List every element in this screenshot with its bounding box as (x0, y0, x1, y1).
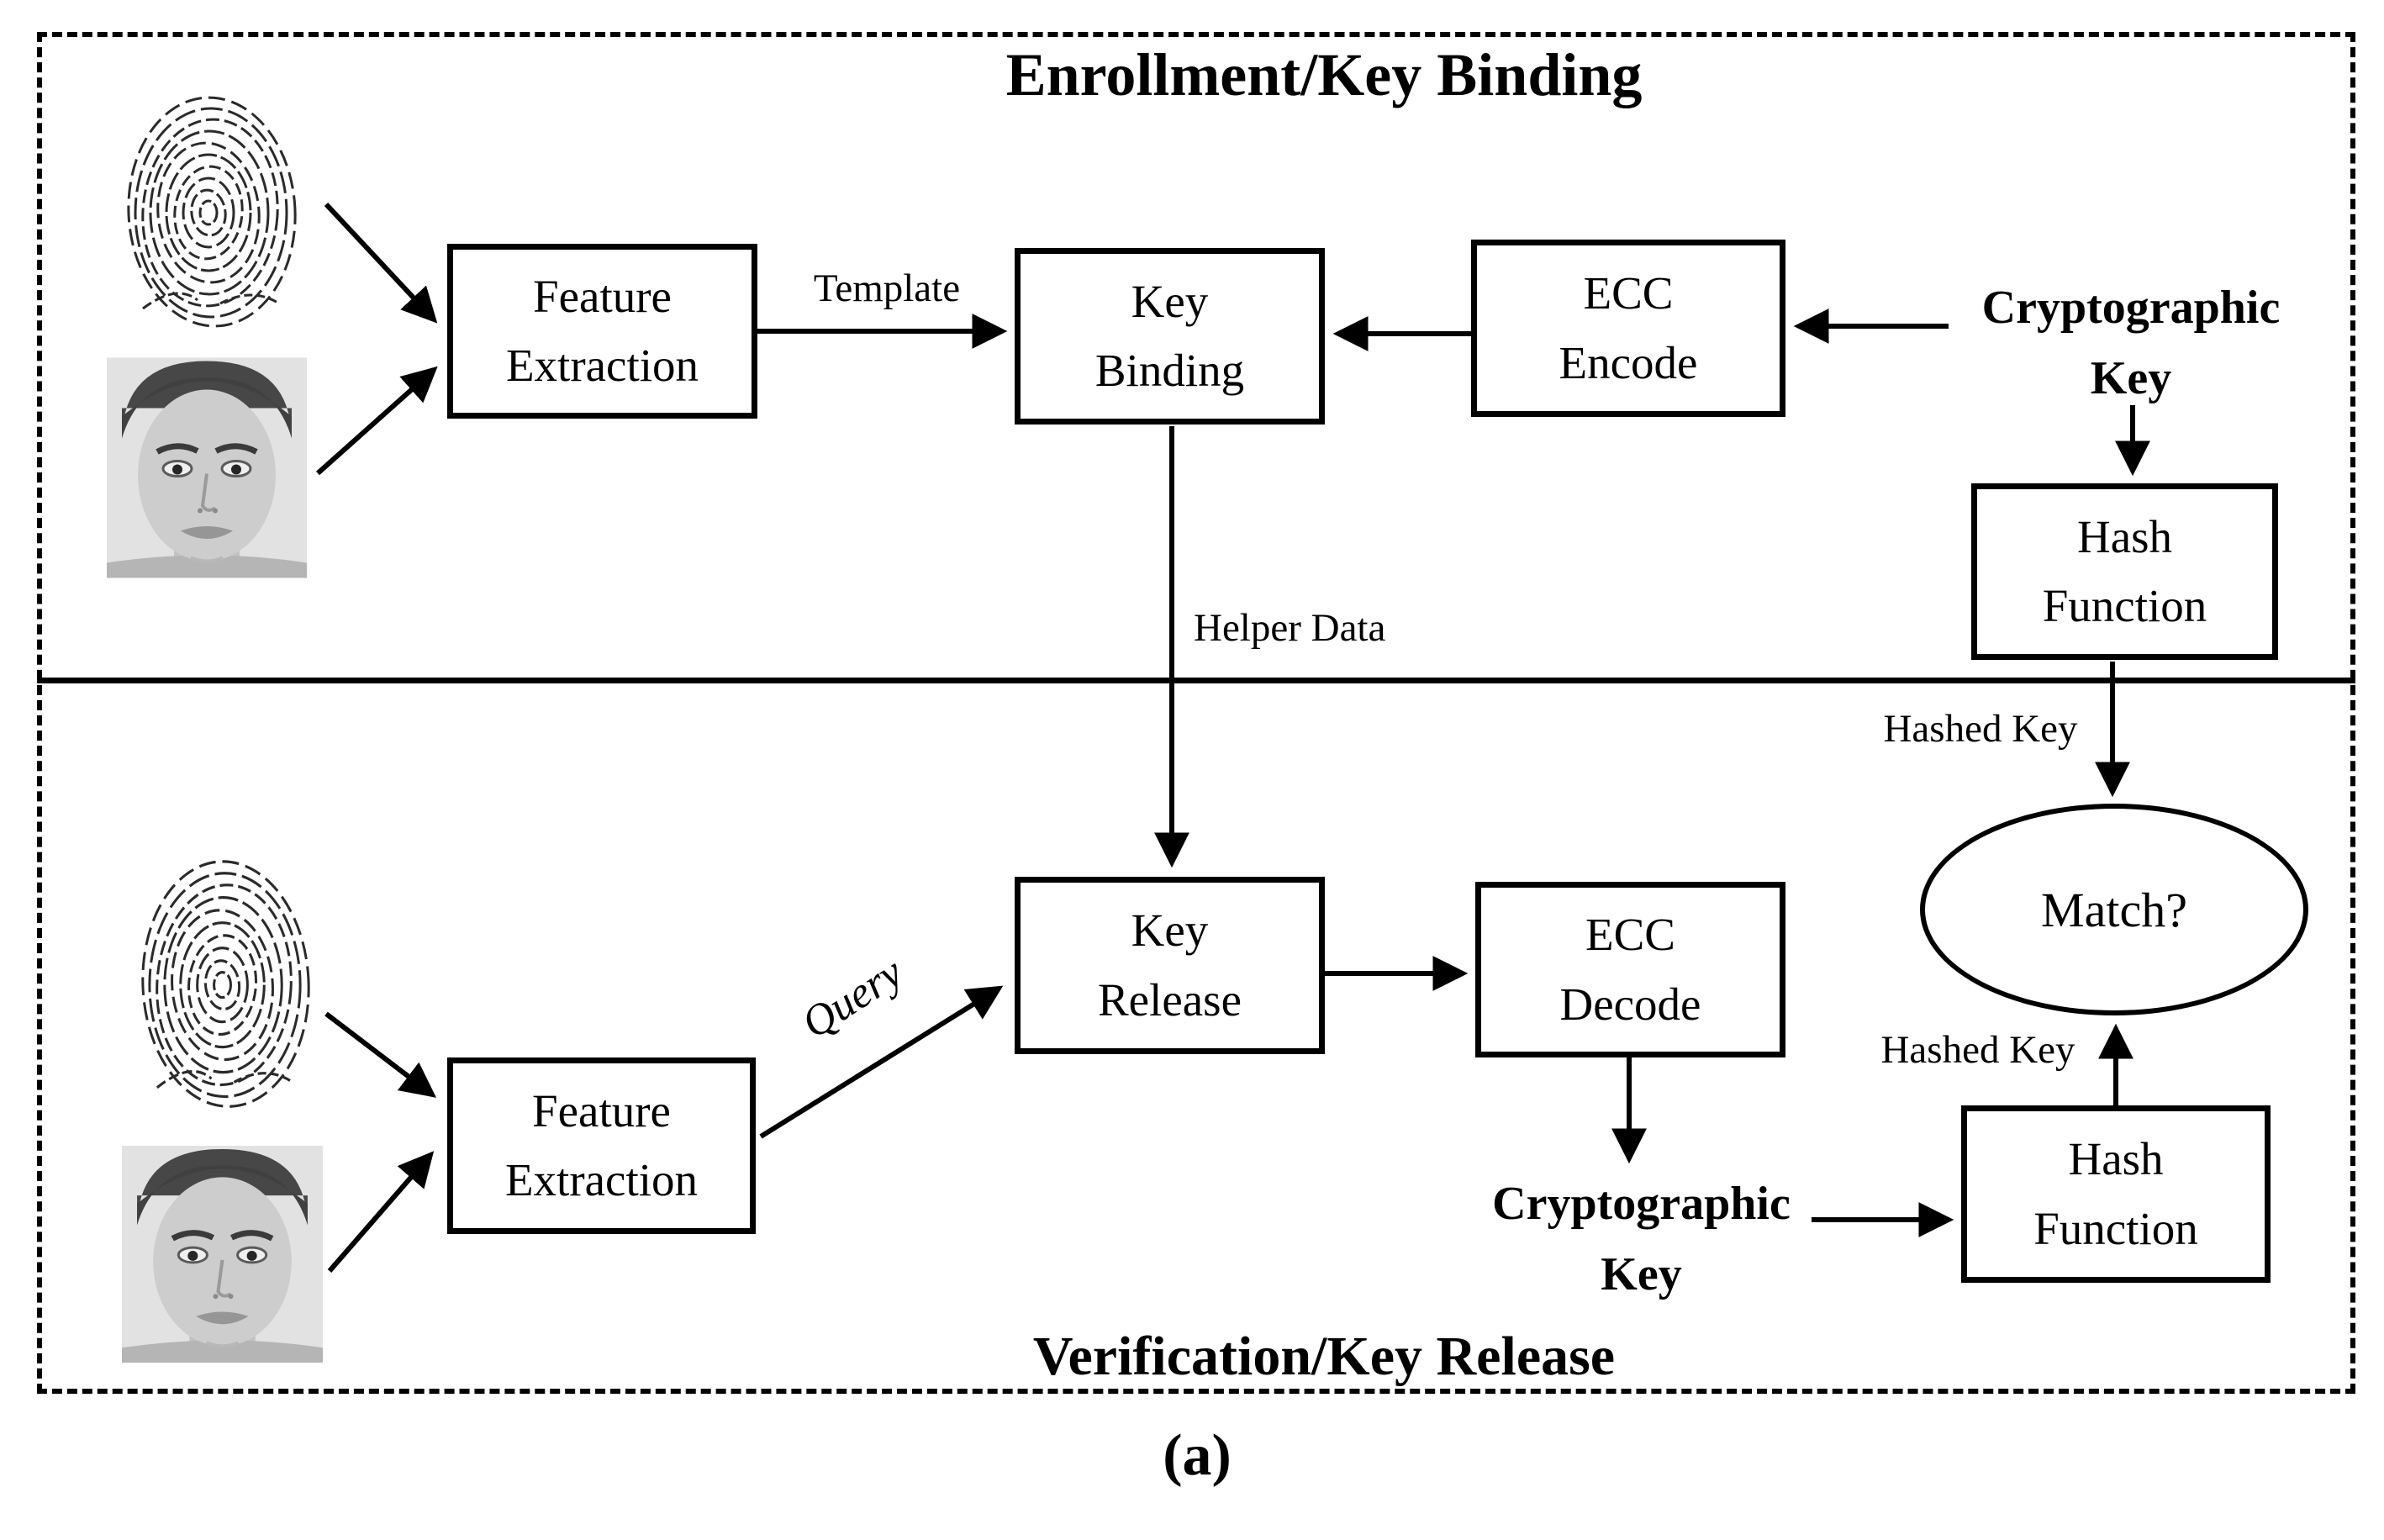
node-key-release: Key Release (1015, 877, 1325, 1054)
fingerprint-image-verify (132, 852, 323, 1115)
verification-section-title: Verification/Key Release (1032, 1326, 1616, 1387)
face-image-enroll (107, 357, 307, 578)
node-hash-function-enroll-label: Hash Function (2042, 510, 2207, 632)
node-ecc-decode: ECC Decode (1475, 882, 1785, 1057)
node-key-binding-label: Key Binding (1094, 275, 1245, 397)
template-edge-label: Template (813, 266, 961, 310)
enrollment-section-title: Enrollment/Key Binding (1005, 41, 1643, 108)
arrow-face-to-feature-extraction-enroll (316, 366, 438, 476)
arrow-query (759, 985, 1004, 1139)
node-feature-extraction-enroll-label: Feature Extraction (505, 270, 699, 392)
node-feature-extraction-verify-label: Feature Extraction (504, 1084, 699, 1206)
section-divider-line (37, 678, 2355, 683)
fingerprint-image-enroll (118, 88, 309, 334)
cryptographic-key-label-verify: Cryptographic Key (1492, 1178, 1791, 1300)
hashed-key-edge-label-bottom: Hashed Key (1880, 1028, 2075, 1072)
node-ecc-decode-label: ECC Decode (1559, 909, 1701, 1030)
node-match-decision: Match? (1920, 804, 2308, 1015)
arrow-face-to-feature-extraction-verify (327, 1151, 435, 1273)
cryptographic-key-label-enroll: Cryptographic Key (1981, 282, 2281, 404)
face-image-verify (122, 1146, 323, 1363)
node-feature-extraction-enroll: Feature Extraction (447, 244, 757, 419)
node-hash-function-verify-label: Hash Function (2033, 1133, 2198, 1254)
arrow-fingerprint-to-feature-extraction-verify (324, 1011, 437, 1098)
node-ecc-encode-label: ECC Encode (1559, 267, 1698, 388)
node-feature-extraction-verify: Feature Extraction (447, 1057, 756, 1234)
node-key-binding: Key Binding (1015, 248, 1325, 425)
node-hash-function-verify: Hash Function (1961, 1105, 2271, 1283)
dashed-border-frame (37, 32, 2355, 1394)
arrow-fingerprint-to-feature-extraction-enroll (324, 202, 438, 324)
figure-caption: (a) (1163, 1423, 1232, 1488)
node-ecc-encode: ECC Encode (1471, 240, 1785, 417)
node-match-decision-label: Match? (2041, 882, 2187, 937)
hashed-key-edge-label-top: Hashed Key (1883, 707, 2078, 751)
node-key-release-label: Key Release (1097, 904, 1242, 1026)
helper-data-edge-label: Helper Data (1194, 606, 1386, 650)
node-hash-function-enroll: Hash Function (1971, 483, 2278, 660)
